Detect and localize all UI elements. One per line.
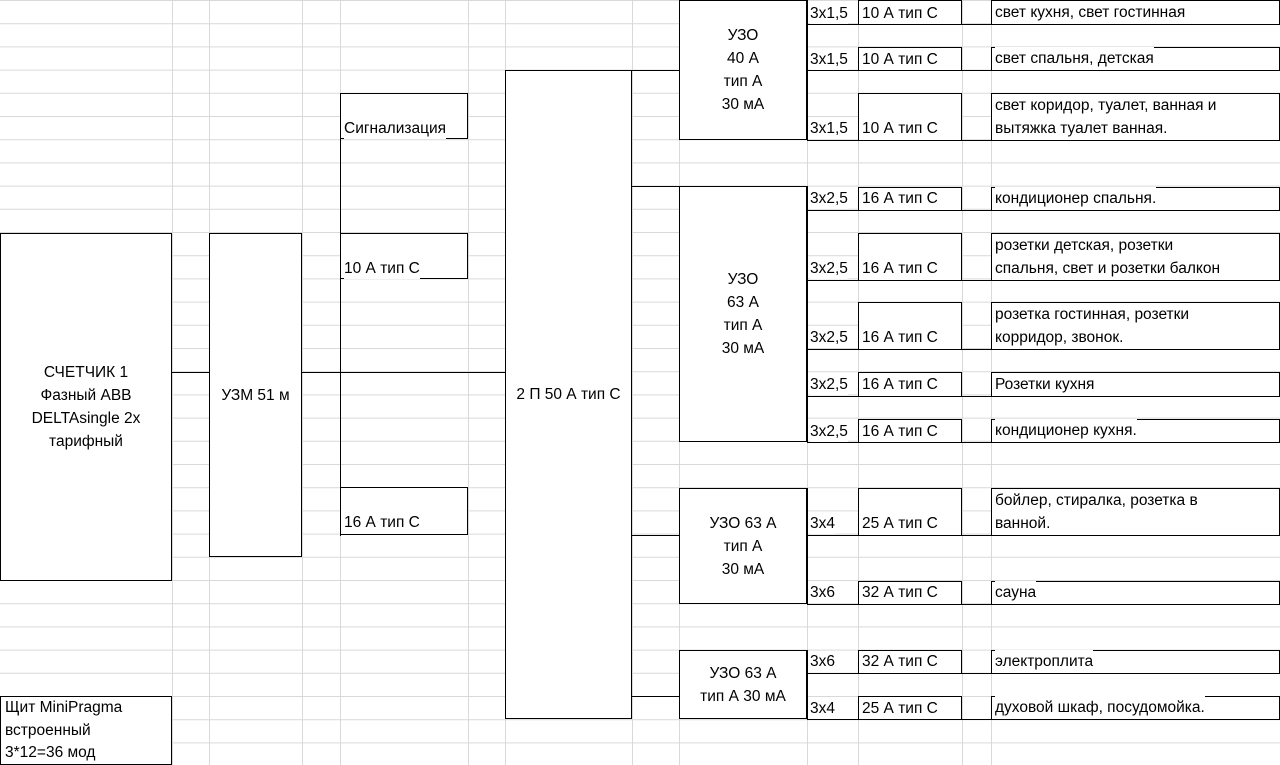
rcd-line: 63 А: [727, 294, 759, 311]
connector-line: [632, 535, 679, 536]
load-cell: сауна: [995, 581, 1037, 604]
breaker-cell: 10 А тип С: [862, 50, 938, 70]
rcd-line: тип А: [723, 537, 763, 555]
meter-line: Фазный ABB: [40, 387, 132, 404]
meter-line: тарифный: [49, 433, 123, 450]
meter-box: СЧЕТЧИК 1 Фазный ABB DELTAsingle 2x тари…: [0, 233, 172, 581]
rcd-line: УЗО: [727, 27, 759, 44]
load-cell: свет спальня, детская: [995, 47, 1154, 70]
load-line: бойлер, стиралка, розетка в: [995, 492, 1198, 509]
rcd-line: тип А: [723, 317, 763, 334]
load-box: [991, 581, 1280, 605]
load-line: кондиционер кухня.: [995, 422, 1137, 439]
breaker-cell: 25 А тип С: [862, 514, 938, 534]
uzm-label: УЗМ 51 м: [221, 386, 290, 404]
load-cell: розетка гостинная, розетки корридор, звон…: [995, 303, 1190, 349]
load-line: сауна: [995, 584, 1037, 601]
load-cell: кондиционер спальня.: [995, 187, 1157, 210]
load-line: розетки детская, розетки: [995, 237, 1174, 254]
load-line: свет коридор, туалет, ванная и: [995, 97, 1217, 114]
load-line: электроплита: [995, 653, 1094, 670]
main-breaker-box: 2 П 50 А тип С: [505, 70, 632, 719]
cable-cell: 3x1,5: [810, 50, 848, 70]
breaker-cell: 16 А тип С: [862, 328, 938, 348]
rcd-40a-box: УЗО 40 А тип А 30 мА: [679, 0, 807, 140]
cable-cell: 3x2,5: [810, 375, 848, 395]
breaker-cell: 32 А тип С: [862, 583, 938, 603]
breaker-cell: 10 А тип С: [862, 119, 938, 139]
cable-cell: 3x2,5: [810, 422, 848, 442]
load-cell: свет кухня, свет гостинная: [995, 1, 1186, 24]
connector-line: [632, 696, 679, 697]
breaker-cell: 10 А тип С: [862, 4, 938, 24]
rcd-line: тип А 30 мА: [700, 687, 786, 705]
load-cell: кондиционер кухня.: [995, 419, 1137, 442]
rcd-line: 40 А: [727, 50, 759, 67]
load-cell: свет коридор, туалет, ванная и вытяжка ту…: [995, 94, 1217, 140]
cable-cell: 3x1,5: [810, 119, 848, 139]
breaker-cell: 16 А тип С: [862, 375, 938, 395]
load-cell: электроплита: [995, 650, 1094, 673]
load-line: свет спальня, детская: [995, 50, 1154, 67]
connector-line: [172, 372, 209, 373]
load-line: духовой шкаф, посудомойка.: [995, 699, 1205, 716]
meter-line: DELTAsingle 2x: [31, 410, 141, 427]
rcd-63a-box: УЗО 63 А тип А 30 мА: [679, 186, 807, 442]
cable-cell: 3x2,5: [810, 189, 848, 209]
load-line: Розетки кухня: [995, 376, 1095, 393]
connector-line: [340, 139, 341, 536]
rcd-63a-sauna-box: УЗО 63 А тип А 30 мА: [679, 488, 807, 604]
breaker-cell: 16 А тип С: [862, 189, 938, 209]
breaker-cell: 25 А тип С: [862, 699, 938, 719]
load-cell: бойлер, стиралка, розетка в ванной.: [995, 489, 1198, 535]
breaker-cell: 16 А тип С: [862, 422, 938, 442]
connector-line: [632, 70, 679, 71]
cable-cell: 3x6: [810, 652, 835, 672]
load-line: ванной.: [995, 515, 1051, 532]
load-line: свет кухня, свет гостинная: [995, 4, 1186, 21]
alarm-label: Сигнализация: [344, 119, 447, 139]
rcd-line: тип А: [723, 73, 763, 90]
connector-line: [632, 186, 679, 187]
rcd-63a-kitchen-box: УЗО 63 А тип А 30 мА: [679, 650, 807, 719]
panel-note-line: 3*12=36 мод: [5, 744, 96, 761]
load-line: вытяжка туалет ванная.: [995, 120, 1168, 137]
meter-line: СЧЕТЧИК 1: [43, 364, 129, 381]
panel-note-line: встроенный: [5, 721, 91, 739]
connector-line: [302, 372, 505, 373]
load-cell: розетки детская, розетки спальня, свет и …: [995, 234, 1221, 280]
connector-line: [807, 186, 808, 442]
cable-cell: 3x4: [810, 699, 835, 719]
uzm-box: УЗМ 51 м: [209, 233, 302, 557]
rcd-line: УЗО: [727, 271, 759, 288]
panel-note-line: Щит MiniPragma: [5, 699, 123, 716]
cable-cell: 3x2,5: [810, 328, 848, 348]
breaker-16a-label: 16 А тип С: [344, 513, 420, 533]
load-line: розетка гостинная, розетки: [995, 306, 1190, 323]
cable-cell: 3x1,5: [810, 4, 848, 24]
breaker-cell: 32 А тип С: [862, 652, 938, 672]
load-line: спальня, свет и розетки балкон: [995, 260, 1221, 277]
breaker-10a-label: 10 А тип С: [344, 259, 420, 279]
cable-cell: 3x2,5: [810, 259, 848, 279]
load-line: кондиционер спальня.: [995, 190, 1157, 207]
rcd-line: УЗО 63 А: [709, 664, 777, 682]
cable-cell: 3x6: [810, 583, 835, 603]
rcd-line: 30 мА: [721, 560, 765, 578]
load-line: корридор, звонок.: [995, 329, 1124, 346]
rcd-line: УЗО 63 А: [709, 514, 777, 532]
rcd-line: 30 мА: [721, 96, 765, 113]
connector-line: [807, 650, 808, 719]
connector-line: [807, 488, 808, 604]
main-breaker-label: 2 П 50 А тип С: [516, 386, 621, 403]
rcd-line: 30 мА: [721, 340, 765, 357]
panel-note: Щит MiniPragma встроенный 3*12=36 мод: [0, 696, 172, 765]
load-cell: Розетки кухня: [995, 373, 1095, 396]
breaker-cell: 16 А тип С: [862, 259, 938, 279]
load-cell: духовой шкаф, посудомойка.: [995, 696, 1205, 719]
cable-cell: 3x4: [810, 514, 835, 534]
